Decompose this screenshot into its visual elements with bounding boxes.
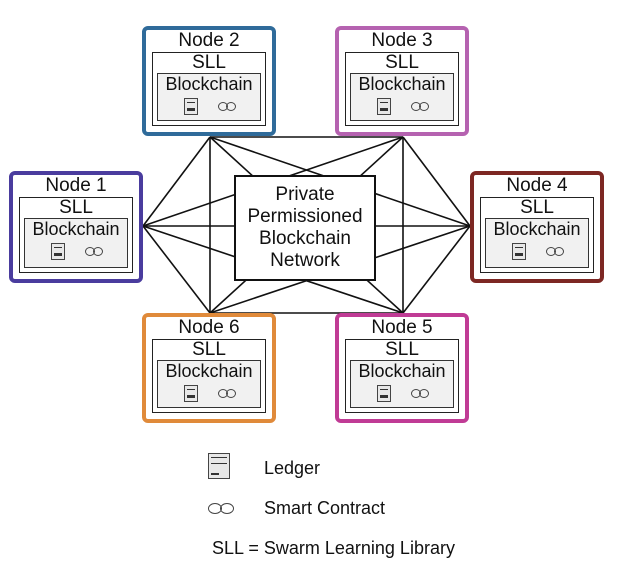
blockchain-label: Blockchain xyxy=(165,361,253,381)
legend-sll-definition: SLL = Swarm Learning Library xyxy=(212,538,455,558)
blockchain-label: Blockchain xyxy=(32,219,120,239)
node-2-box: Node 2 SLL Blockchain xyxy=(142,26,276,136)
blockchain-label: Blockchain xyxy=(165,74,253,94)
ledger-icon xyxy=(184,385,198,402)
blockchain-box: Blockchain xyxy=(157,360,261,408)
blockchain-box: Blockchain xyxy=(485,218,589,268)
node-link xyxy=(142,225,211,314)
blockchain-label: Blockchain xyxy=(493,219,581,239)
blockchain-box: Blockchain xyxy=(350,73,454,121)
smart-contract-icon xyxy=(411,102,429,114)
node-title: Node 5 xyxy=(371,317,433,338)
legend-ledger-icon xyxy=(208,453,230,479)
smart-contract-icon xyxy=(218,389,236,401)
ledger-icon xyxy=(51,243,65,260)
ledger-icon xyxy=(377,98,391,115)
smart-contract-icon xyxy=(85,247,103,259)
legend-contract-label: Smart Contract xyxy=(264,498,386,518)
node-title: Node 3 xyxy=(371,30,433,51)
sll-label: SLL xyxy=(385,52,419,73)
sll-box: SLL Blockchain xyxy=(345,339,459,413)
node-4-box: Node 4 SLL Blockchain xyxy=(470,171,604,283)
node-link xyxy=(402,225,471,314)
center-line: Private xyxy=(275,184,335,205)
smart-contract-icon xyxy=(546,247,564,259)
node-title: Node 4 xyxy=(506,175,568,196)
sll-box: SLL Blockchain xyxy=(345,52,459,126)
ledger-icon xyxy=(512,243,526,260)
sll-label: SLL xyxy=(192,52,226,73)
node-title: Node 2 xyxy=(178,30,240,51)
legend-ledger-label: Ledger xyxy=(264,458,321,478)
center-line: Permissioned xyxy=(247,206,363,227)
sll-label: SLL xyxy=(385,339,419,360)
node-5-box: Node 5 SLL Blockchain xyxy=(335,313,469,423)
node-title: Node 6 xyxy=(178,317,240,338)
smart-contract-icon xyxy=(218,102,236,114)
node-title: Node 1 xyxy=(45,175,107,196)
ledger-icon xyxy=(377,385,391,402)
blockchain-box: Blockchain xyxy=(350,360,454,408)
blockchain-label: Blockchain xyxy=(358,361,446,381)
blockchain-label: Blockchain xyxy=(358,74,446,94)
center-line: Blockchain xyxy=(259,228,351,249)
private-network-box: Private Permissioned Blockchain Network xyxy=(234,175,376,281)
sll-box: SLL Blockchain xyxy=(152,339,266,413)
ledger-icon xyxy=(184,98,198,115)
sll-label: SLL xyxy=(192,339,226,360)
node-6-box: Node 6 SLL Blockchain xyxy=(142,313,276,423)
sll-label: SLL xyxy=(520,197,554,218)
blockchain-box: Blockchain xyxy=(157,73,261,121)
node-link xyxy=(402,136,471,227)
center-line: Network xyxy=(270,250,340,271)
sll-box: SLL Blockchain xyxy=(152,52,266,126)
blockchain-box: Blockchain xyxy=(24,218,128,268)
sll-box: SLL Blockchain xyxy=(480,197,594,273)
sll-label: SLL xyxy=(59,197,93,218)
legend-smart-contract-icon xyxy=(208,503,234,515)
sll-box: SLL Blockchain xyxy=(19,197,133,273)
node-link xyxy=(142,136,211,227)
node-1-box: Node 1 SLL Blockchain xyxy=(9,171,143,283)
smart-contract-icon xyxy=(411,389,429,401)
node-3-box: Node 3 SLL Blockchain xyxy=(335,26,469,136)
